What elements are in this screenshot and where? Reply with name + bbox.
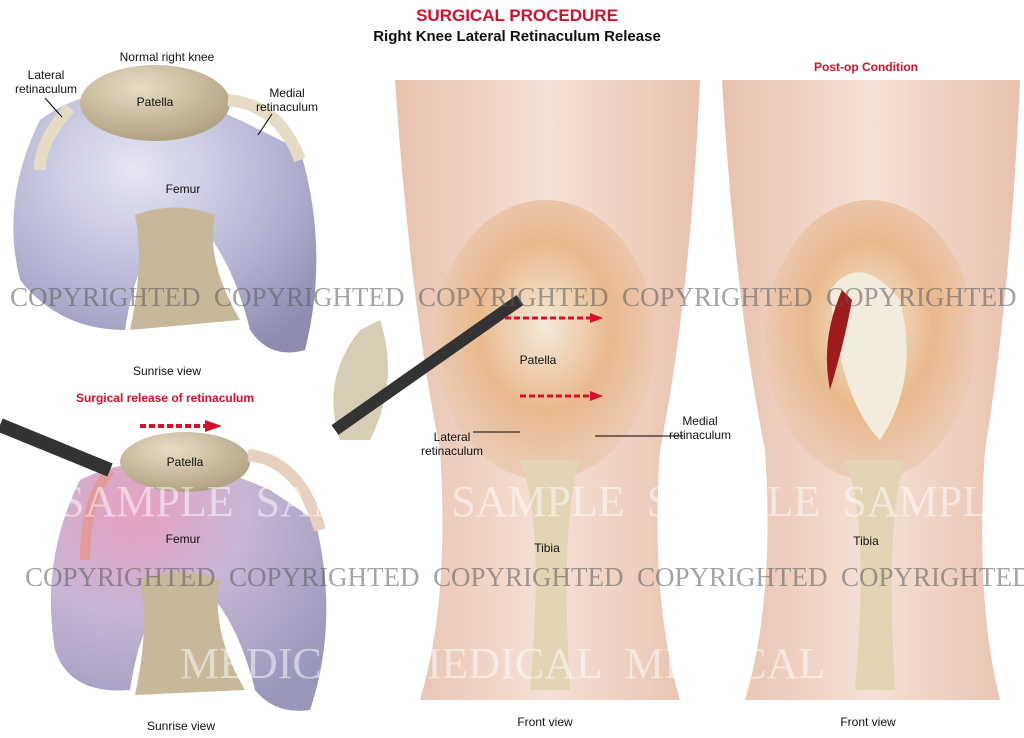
sunrise-view-caption: Sunrise view bbox=[132, 364, 202, 378]
front-view-caption: Front view bbox=[840, 715, 896, 729]
normal-knee-heading: Normal right knee bbox=[119, 50, 215, 64]
femur-label: Femur bbox=[165, 182, 201, 196]
medial-retinaculum-label: Medial retinaculum bbox=[255, 86, 319, 114]
postop-view-drawing bbox=[722, 80, 1020, 700]
femur-label: Femur bbox=[165, 532, 201, 546]
front-view-caption: Front view bbox=[517, 715, 573, 729]
postop-heading: Post-op Condition bbox=[814, 60, 918, 74]
sunrise-view-caption: Sunrise view bbox=[146, 719, 216, 733]
lateral-retinaculum-label: Lateral retinaculum bbox=[14, 68, 78, 96]
patella-label: Patella bbox=[136, 95, 174, 109]
page-title: SURGICAL PROCEDURE bbox=[416, 6, 618, 25]
release-heading: Surgical release of retinaculum bbox=[75, 391, 255, 405]
patella-label: Patella bbox=[519, 353, 557, 367]
patella-label: Patella bbox=[166, 455, 204, 469]
lateral-retinaculum-label: Lateral retinaculum bbox=[420, 430, 484, 458]
medial-retinaculum-label: Medial retinaculum bbox=[668, 414, 732, 442]
tibia-label: Tibia bbox=[534, 541, 560, 555]
tibia-label: Tibia bbox=[853, 534, 879, 548]
page-subtitle: Right Knee Lateral Retinaculum Release bbox=[373, 28, 661, 45]
release-knee-drawing bbox=[0, 418, 327, 711]
normal-knee-drawing bbox=[13, 65, 317, 353]
front-view-drawing bbox=[331, 80, 700, 700]
